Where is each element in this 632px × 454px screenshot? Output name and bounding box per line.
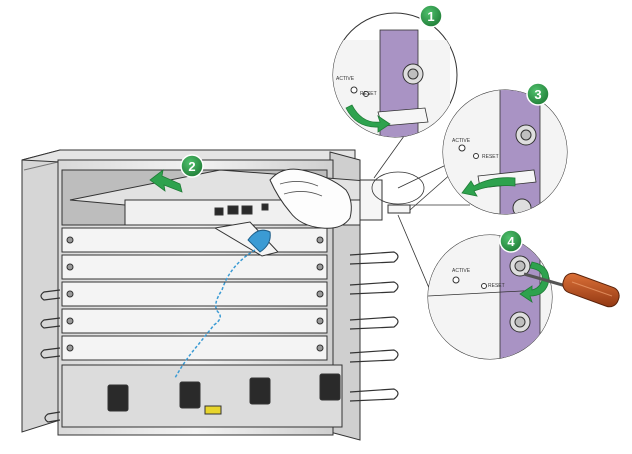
module-right-panel [359, 179, 383, 221]
detail3-reset-label: RESET [482, 154, 499, 160]
green-direction-arrow-step2 [149, 169, 183, 193]
module-ejector [387, 204, 411, 214]
detail-view-1: ACTIVE RESET [332, 12, 458, 138]
hand-icon [269, 168, 352, 229]
step-number-1: 1 [427, 9, 434, 24]
green-direction-arrow-step3 [461, 177, 516, 197]
screwdriver-icon [523, 272, 620, 308]
detail1-active-label: ACTIVE [336, 76, 355, 82]
step-badge-1: 1 [419, 4, 443, 28]
detail-view-3: ACTIVE RESET [442, 89, 568, 215]
card-slots [61, 227, 328, 361]
step-badge-4: 4 [499, 229, 523, 253]
step-number-2: 2 [188, 159, 195, 174]
detail-view-4: ACTIVE RESET [427, 234, 553, 360]
power-modules [107, 373, 341, 412]
step-badge-2: 2 [180, 154, 204, 178]
detail4-reset-label: RESET [488, 283, 505, 289]
green-rotation-arrow-step4 [519, 261, 550, 303]
wrist-strap-cord [174, 249, 256, 379]
detail3-active-label: ACTIVE [452, 138, 471, 144]
chassis-handles [40, 251, 399, 423]
detail1-reset-label: RESET [360, 91, 377, 97]
green-direction-arrow-step1 [345, 104, 391, 133]
slot-screws [66, 236, 324, 352]
module-ports [214, 203, 269, 216]
step-number-4: 4 [507, 234, 515, 249]
step-badge-3: 3 [526, 82, 550, 106]
power-supply-area [61, 364, 343, 428]
esd-wrist-strap-icon [174, 229, 271, 379]
step-number-3: 3 [534, 87, 541, 102]
warning-label [204, 405, 222, 415]
detail4-active-label: ACTIVE [452, 268, 471, 274]
detail-highlight-ellipse [371, 171, 425, 205]
